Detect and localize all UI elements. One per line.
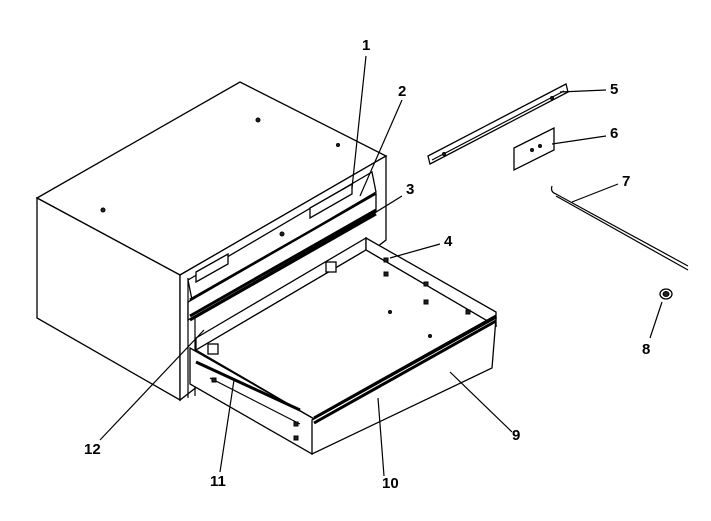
part-label-6: 6 [610,125,619,142]
bracket-part [513,126,555,172]
leader-lines [99,55,663,477]
open-drawer [189,236,498,456]
rod-part [550,185,689,271]
part-label-9: 9 [512,427,521,444]
part-label-10: 10 [382,475,399,492]
middle-drawer-front [187,192,377,322]
part-label-5: 5 [610,81,619,98]
part-label-4: 4 [444,233,453,250]
part-label-3: 3 [406,181,415,198]
part-label-1: 1 [362,37,371,54]
screw-part [659,288,673,300]
part-label-7: 7 [622,173,631,190]
part-label-2: 2 [398,83,407,100]
part-label-8: 8 [642,341,651,358]
part-label-11: 11 [210,473,226,490]
part-label-12: 12 [84,441,101,458]
